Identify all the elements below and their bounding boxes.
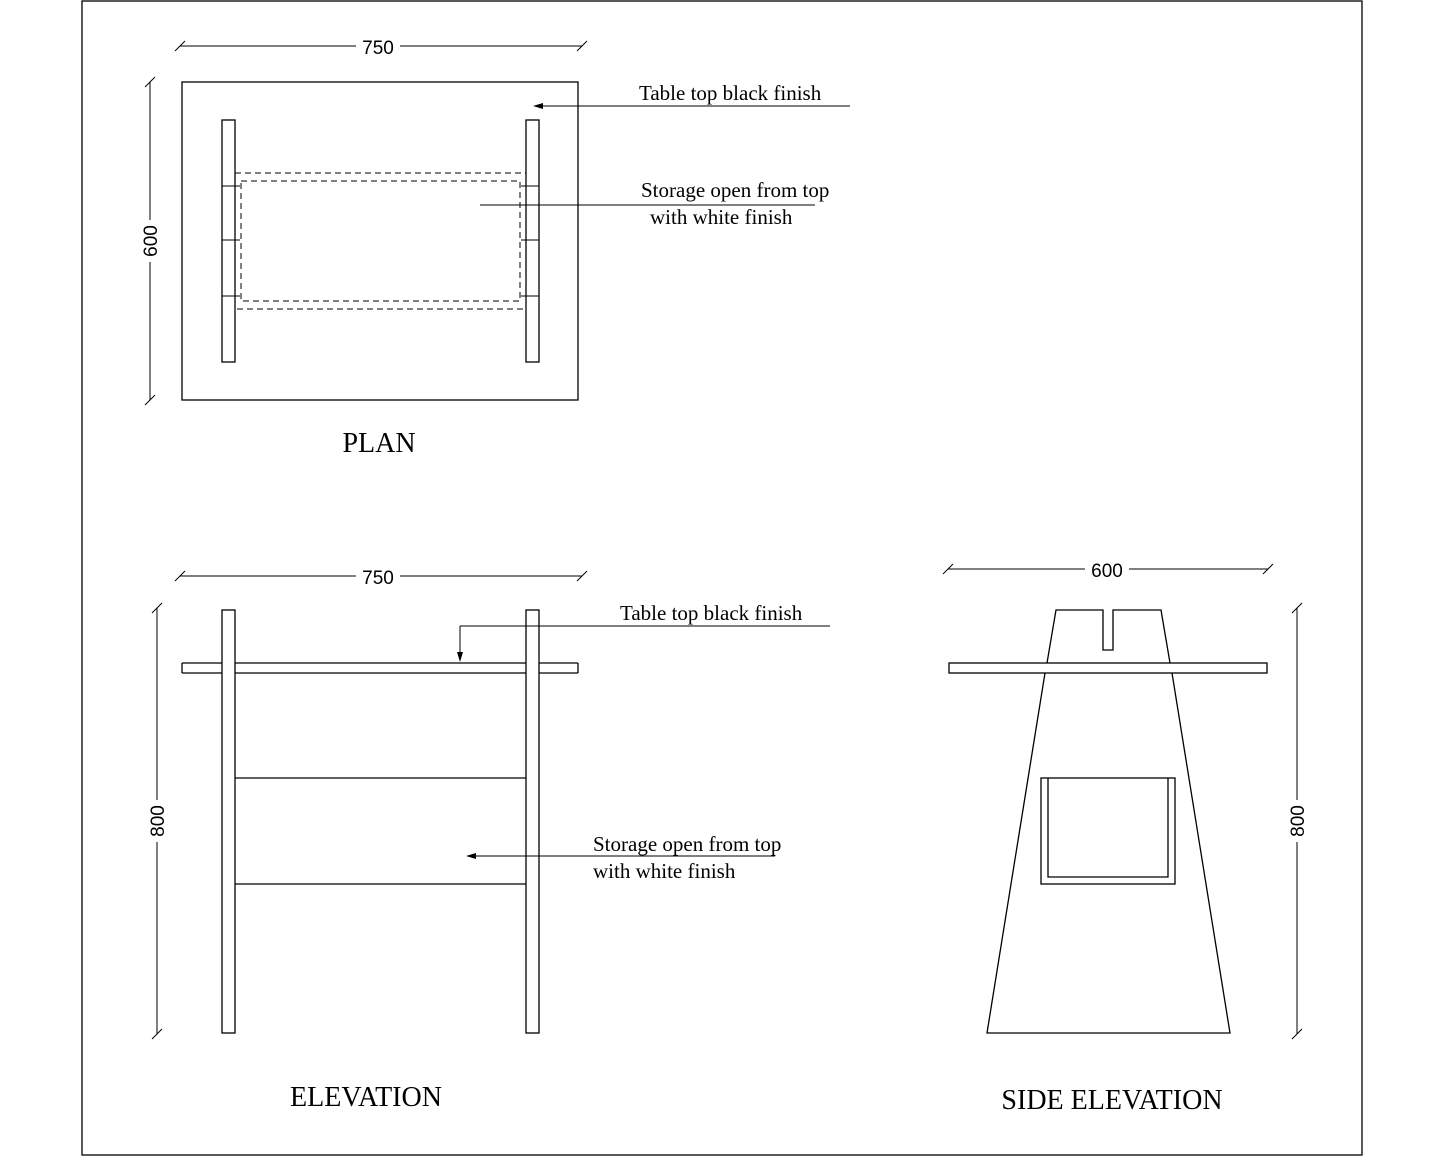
side-elevation-view: 600 800 SIDE ELEVATION [942, 559, 1309, 1116]
plan-title: PLAN [342, 428, 415, 459]
plan-right-leg [525, 119, 540, 363]
plan-view: 750 600 [138, 36, 850, 459]
side-table-top [948, 662, 1268, 674]
elevation-title: ELEVATION [290, 1082, 442, 1113]
side-width-label: 600 [1091, 561, 1123, 582]
elevation-left-leg [221, 609, 236, 1034]
elevation-table-top-note: Table top black finish [620, 601, 803, 625]
plan-width-dimension: 750 [174, 36, 588, 59]
plan-storage-note-line2: with white finish [650, 205, 793, 229]
elevation-height-dimension: 800 [145, 602, 169, 1040]
plan-left-leg [221, 119, 236, 363]
plan-storage-inner [240, 180, 521, 302]
elevation-storage-note-line1: Storage open from top [593, 832, 781, 856]
elevation-table-top [181, 662, 579, 674]
elevation-storage-leader [466, 853, 775, 859]
plan-table-top-leader [533, 103, 850, 109]
side-leg-lower [986, 672, 1231, 1034]
side-leg-upper [1046, 609, 1171, 664]
plan-storage-note-line1: Storage open from top [641, 178, 829, 202]
plan-shelf-stubs [222, 185, 539, 297]
side-height-dimension: 800 [1285, 602, 1309, 1040]
sheet-border [81, 0, 1363, 1156]
side-height-label: 800 [1288, 805, 1309, 837]
plan-table-top [181, 81, 579, 401]
elevation-storage-note-line2: with white finish [593, 859, 736, 883]
elevation-right-leg [525, 609, 540, 1034]
plan-depth-dimension: 600 [138, 76, 162, 406]
elevation-view: 750 800 Ta [145, 566, 830, 1113]
elevation-height-label: 800 [148, 805, 169, 837]
plan-width-label: 750 [362, 38, 394, 59]
plan-depth-label: 600 [141, 225, 162, 257]
side-width-dimension: 600 [942, 559, 1274, 582]
side-elevation-title: SIDE ELEVATION [1001, 1085, 1222, 1116]
elevation-width-label: 750 [362, 568, 394, 589]
side-storage-box [1040, 777, 1176, 885]
plan-table-top-note: Table top black finish [639, 81, 822, 105]
elevation-table-top-leader [457, 625, 830, 662]
elevation-width-dimension: 750 [174, 566, 588, 589]
plan-storage-outline [234, 172, 527, 310]
